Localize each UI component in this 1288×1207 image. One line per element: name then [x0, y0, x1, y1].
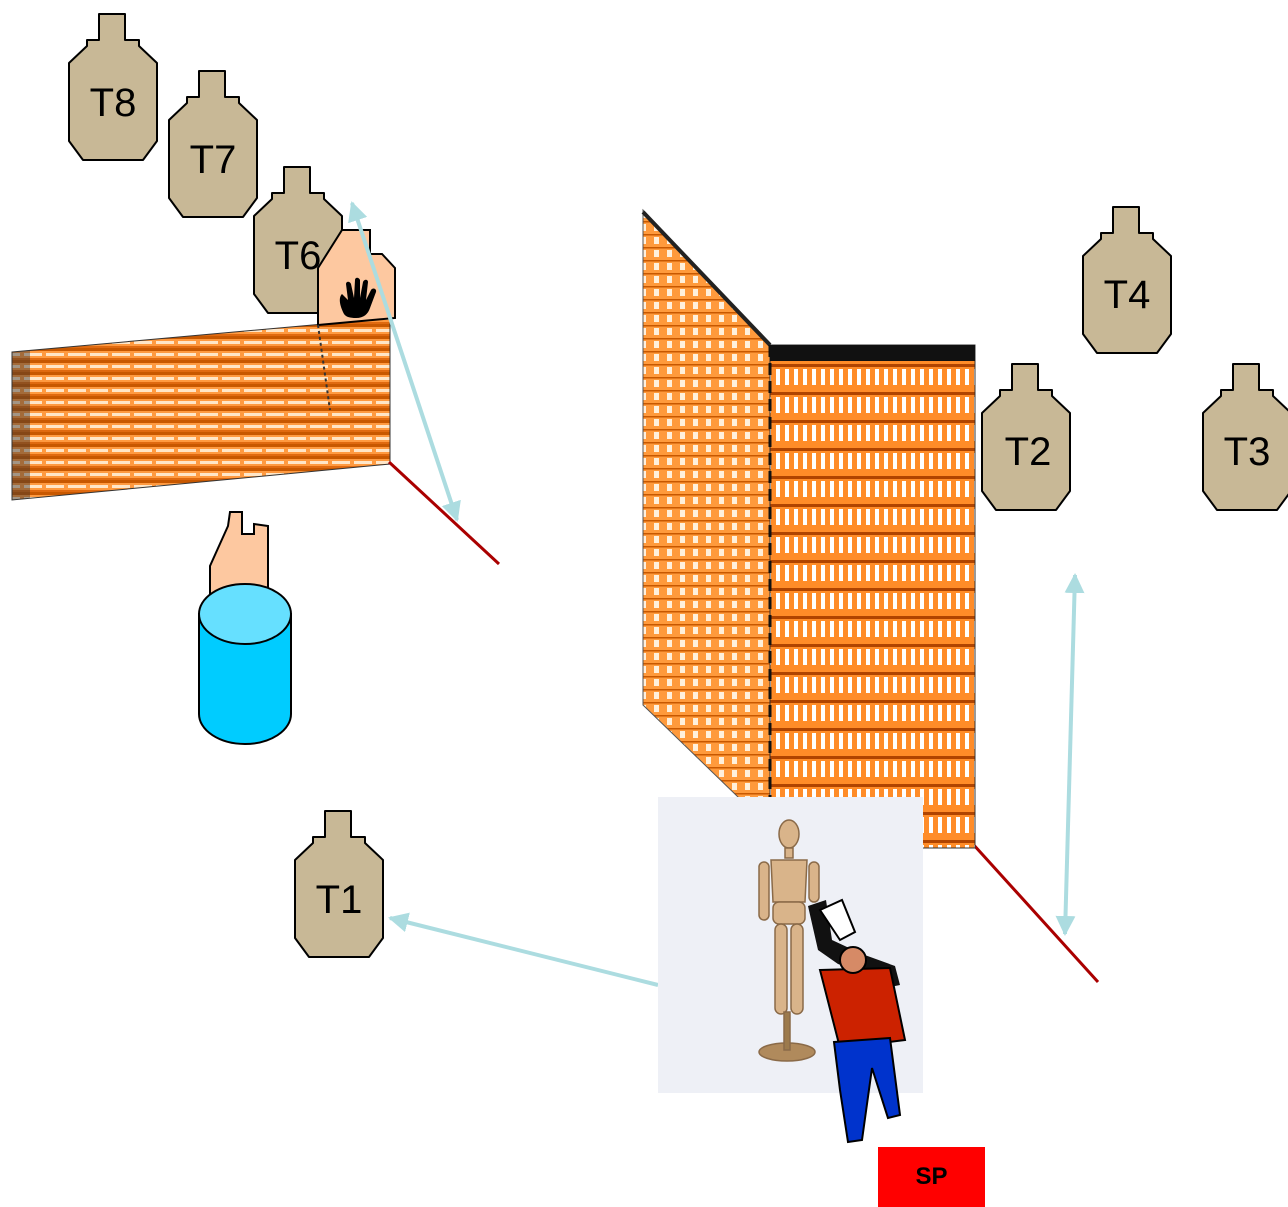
left-wall	[11, 317, 391, 501]
target-t8-label: T8	[90, 81, 137, 125]
arrow-t2	[1055, 573, 1085, 936]
target-t4-label: T4	[1104, 273, 1151, 317]
arrow-t1	[388, 912, 659, 987]
target-t4: T4	[1082, 206, 1172, 354]
start-position-label: SP	[915, 1163, 948, 1190]
arrow-t6	[348, 201, 461, 522]
target-t7-label: T7	[190, 138, 237, 182]
target-t3: T3	[1202, 363, 1288, 511]
right-wall	[641, 208, 976, 849]
mannequin-icon	[758, 819, 820, 1062]
start-position-marker: SP	[878, 1147, 985, 1207]
target-t3-label: T3	[1224, 430, 1271, 474]
shooter-icon	[808, 898, 907, 1144]
target-t1: T1	[294, 810, 384, 958]
target-t2: T2	[981, 363, 1071, 511]
target-t1-label: T1	[316, 878, 363, 922]
target-t6-label: T6	[275, 234, 322, 278]
target-t7: T7	[168, 70, 258, 218]
fault-line-right	[970, 841, 1100, 984]
barrel-no-shoot	[209, 511, 269, 601]
target-t6: T6	[253, 166, 343, 314]
target-t8: T8	[68, 13, 158, 161]
target-t2-label: T2	[1005, 430, 1052, 474]
barrel	[198, 583, 292, 745]
